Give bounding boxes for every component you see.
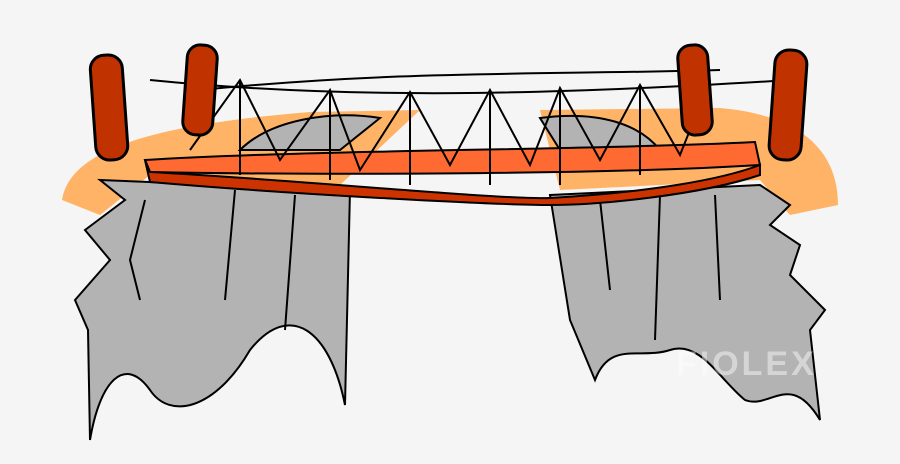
- bridge-deck-side: [144, 159, 761, 207]
- far-cliff: [237, 114, 663, 151]
- bridge-posts: [88, 43, 809, 162]
- watermark: FIOLEX: [676, 345, 817, 383]
- cliff-cracks: [128, 189, 721, 341]
- left-cliff: [73, 178, 352, 441]
- right-cliff: [548, 183, 827, 421]
